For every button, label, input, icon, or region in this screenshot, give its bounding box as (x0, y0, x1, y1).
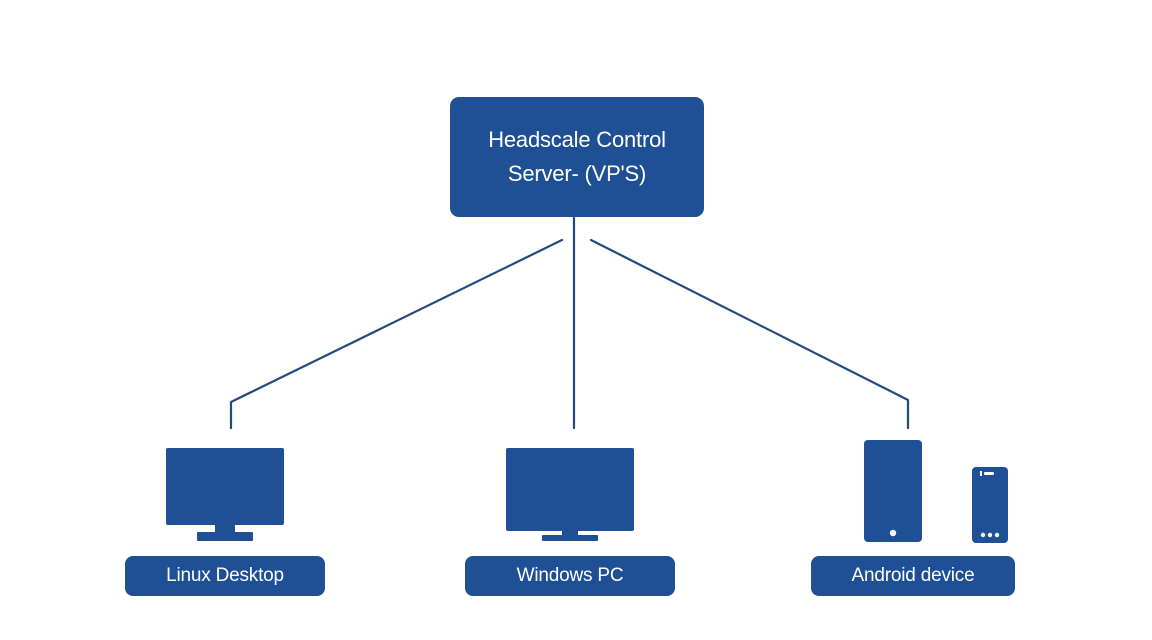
node-label-linux-desktop: Linux Desktop (125, 556, 325, 596)
phone-icon (972, 467, 1008, 543)
desktop-monitor-icon (166, 448, 284, 541)
node-label-text: Android device (851, 565, 975, 586)
desktop-monitor-icon (506, 448, 634, 541)
tablet-icon (864, 440, 922, 542)
connector-linux (229, 238, 564, 430)
server-title-line2: Server- (VP'S) (507, 161, 647, 186)
node-label-text: Linux Desktop (166, 565, 284, 586)
node-label-text: Windows PC (516, 565, 624, 586)
node-label-android-device: Android device (811, 556, 1015, 596)
connector-android (589, 238, 910, 430)
server-title-line1: Headscale Control (488, 127, 666, 152)
headscale-server-box: Headscale Control Server- (VP'S) (450, 97, 704, 217)
node-label-windows-pc: Windows PC (465, 556, 675, 596)
